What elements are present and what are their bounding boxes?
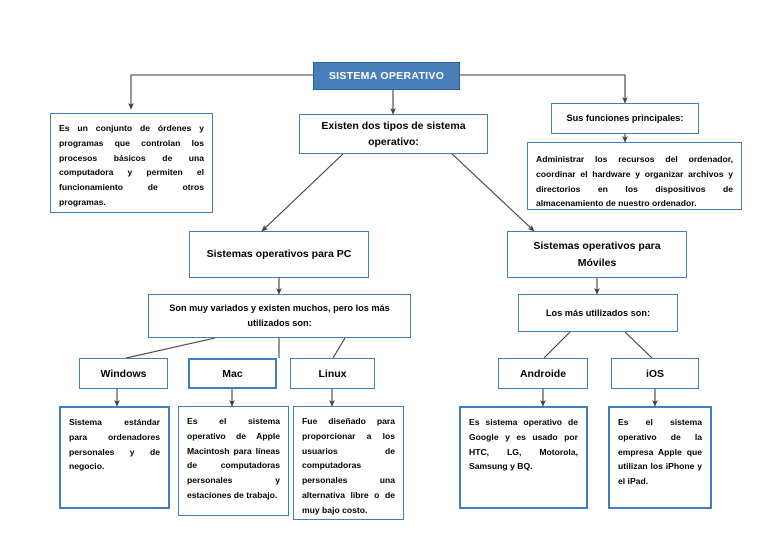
node-ios-description[interactable]: Es el sistema operativo de la empresa Ap… bbox=[608, 406, 712, 509]
connector-root-to-definition bbox=[128, 74, 313, 110]
connector-two-types-to-pc bbox=[261, 151, 346, 232]
node-ios-label: iOS bbox=[645, 367, 665, 380]
node-pc-category[interactable]: Sistemas operativos para PC bbox=[189, 231, 369, 278]
node-mobile-intro-label: Los más utilizados son: bbox=[545, 307, 651, 318]
node-linux-label: Linux bbox=[318, 367, 347, 380]
connector-two-types-to-mobile bbox=[449, 151, 535, 232]
node-sistema-operativo[interactable]: SISTEMA OPERATIVO bbox=[313, 62, 460, 90]
node-definition-text: Es un conjunto de órdenes y programas qu… bbox=[59, 123, 204, 207]
connector-intro-to-androide bbox=[543, 331, 571, 359]
node-pc-category-label: Sistemas operativos para PC bbox=[206, 248, 352, 261]
node-ios-description-text: Es el sistema operativo de la empresa Ap… bbox=[618, 417, 702, 487]
node-mac[interactable]: Mac bbox=[188, 358, 277, 389]
node-windows-label: Windows bbox=[100, 367, 147, 380]
node-androide[interactable]: Androide bbox=[498, 358, 588, 389]
node-pc-intro-label: Son muy variados y existen muchos, pero … bbox=[169, 303, 390, 328]
node-androide-description[interactable]: Es sistema operativo de Google y es usad… bbox=[459, 406, 588, 509]
node-windows-description[interactable]: Sistema estándar para ordenadores person… bbox=[59, 406, 170, 509]
connector-intro-to-linux bbox=[332, 337, 346, 359]
node-ios[interactable]: iOS bbox=[611, 358, 699, 389]
node-pc-intro[interactable]: Son muy variados y existen muchos, pero … bbox=[148, 294, 411, 338]
node-mac-label: Mac bbox=[222, 367, 243, 380]
node-sistema-operativo-label: SISTEMA OPERATIVO bbox=[328, 70, 445, 82]
node-main-functions-header-label: Sus funciones principales: bbox=[566, 113, 684, 124]
node-mac-description-text: Es el sistema operativo de Apple Macinto… bbox=[187, 416, 280, 500]
node-windows[interactable]: Windows bbox=[79, 358, 168, 389]
connector-intro-to-windows bbox=[125, 337, 216, 359]
node-main-functions-header[interactable]: Sus funciones principales: bbox=[551, 103, 699, 134]
node-androide-label: Androide bbox=[519, 367, 567, 380]
node-mac-description[interactable]: Es el sistema operativo de Apple Macinto… bbox=[178, 406, 289, 516]
connector-intro-to-ios bbox=[624, 331, 653, 359]
node-linux-description[interactable]: Fue diseñado para proporcionar a los usu… bbox=[293, 406, 404, 520]
node-main-functions-body[interactable]: Administrar los recursos del ordenador, … bbox=[527, 142, 742, 210]
node-linux-description-text: Fue diseñado para proporcionar a los usu… bbox=[302, 416, 395, 515]
node-two-types[interactable]: Existen dos tipos de sistema operativo: bbox=[299, 114, 488, 154]
node-mobile-category[interactable]: Sistemas operativos para Móviles bbox=[507, 231, 687, 278]
node-mobile-intro[interactable]: Los más utilizados son: bbox=[518, 294, 678, 332]
node-main-functions-body-text: Administrar los recursos del ordenador, … bbox=[536, 154, 733, 209]
connector-root-to-functions bbox=[460, 74, 628, 104]
node-two-types-label: Existen dos tipos de sistema operativo: bbox=[321, 119, 466, 148]
node-androide-description-text: Es sistema operativo de Google y es usad… bbox=[469, 417, 578, 472]
node-mobile-category-label: Sistemas operativos para Móviles bbox=[533, 240, 661, 269]
node-windows-description-text: Sistema estándar para ordenadores person… bbox=[69, 417, 160, 472]
node-definition[interactable]: Es un conjunto de órdenes y programas qu… bbox=[50, 113, 213, 213]
node-linux[interactable]: Linux bbox=[290, 358, 375, 389]
